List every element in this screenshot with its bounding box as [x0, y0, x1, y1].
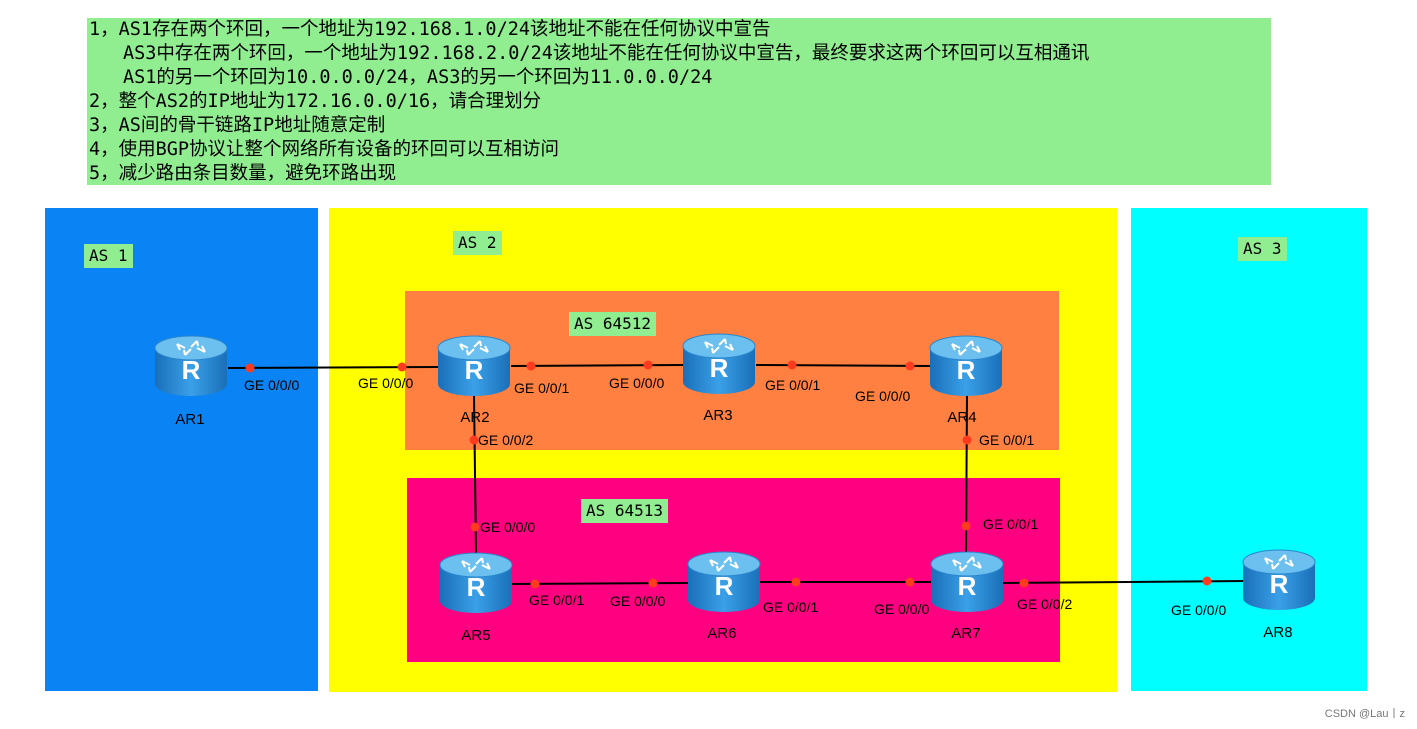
- router-icon: [154, 335, 228, 397]
- as64512-label: AS 64512: [569, 312, 657, 336]
- port-label-ar1-ge000: GE 0/0/0: [244, 377, 299, 393]
- port-dot: [791, 577, 801, 587]
- watermark: CSDN @Lau丨z: [1324, 708, 1405, 720]
- requirement-line: 3，AS间的骨干链路IP地址随意定制: [89, 115, 386, 136]
- router-label-ar5: AR5: [461, 627, 490, 644]
- router-ar7[interactable]: [930, 551, 1004, 613]
- router-label-ar1: AR1: [175, 411, 204, 428]
- port-dot: [470, 522, 480, 532]
- as1-region: [45, 208, 318, 691]
- router-ar2[interactable]: [437, 335, 511, 397]
- port-dot: [530, 579, 540, 589]
- port-dot: [643, 360, 653, 370]
- as3-label: AS 3: [1238, 237, 1287, 261]
- port-label-ar6-ge001: GE 0/0/1: [763, 599, 818, 615]
- link-ar5-ar6: [511, 582, 689, 585]
- port-label-ar8-ge000: GE 0/0/0: [1171, 602, 1226, 618]
- port-dot: [962, 435, 972, 445]
- router-label-ar3: AR3: [703, 407, 732, 424]
- link-ar1-ar2: [227, 366, 439, 369]
- router-icon: [439, 552, 513, 614]
- port-label-ar6-ge000: GE 0/0/0: [610, 593, 665, 609]
- requirements-note: 1，AS1存在两个环回，一个地址为192.168.1.0/24该地址不能在任何协…: [87, 18, 1271, 185]
- port-label-ar4-ge000: GE 0/0/0: [855, 388, 910, 404]
- port-dot: [787, 360, 797, 370]
- as1-label: AS 1: [84, 244, 133, 268]
- as64513-label: AS 64513: [581, 499, 669, 523]
- router-icon: [687, 551, 761, 613]
- port-label-ar3-ge000: GE 0/0/0: [609, 375, 664, 391]
- port-dot: [1019, 578, 1029, 588]
- link-ar2-ar3: [510, 364, 685, 367]
- router-icon: [682, 333, 756, 395]
- router-label-ar4: AR4: [947, 409, 976, 426]
- router-ar8[interactable]: [1242, 549, 1316, 611]
- router-label-ar8: AR8: [1263, 624, 1292, 641]
- link-ar3-ar4: [755, 364, 931, 367]
- router-ar3[interactable]: [682, 333, 756, 395]
- as2-label: AS 2: [453, 231, 502, 255]
- port-dot: [526, 361, 536, 371]
- requirement-line: 4，使用BGP协议让整个网络所有设备的环回可以互相访问: [89, 139, 560, 160]
- port-label-ar2-ge002: GE 0/0/2: [478, 432, 533, 448]
- requirement-line: 2，整个AS2的IP地址为172.16.0.0/16，请合理划分: [89, 91, 542, 112]
- router-label-ar6: AR6: [707, 625, 736, 642]
- port-label-ar3-ge001: GE 0/0/1: [765, 377, 820, 393]
- router-icon: [930, 551, 1004, 613]
- port-label-ar7-ge002: GE 0/0/2: [1017, 596, 1072, 612]
- port-dot: [245, 363, 255, 373]
- port-label-ar5-ge000: GE 0/0/0: [480, 519, 535, 535]
- router-ar5[interactable]: [439, 552, 513, 614]
- router-label-ar2: AR2: [460, 409, 489, 426]
- port-dot: [397, 362, 407, 372]
- router-label-ar7: AR7: [951, 625, 980, 642]
- router-ar6[interactable]: [687, 551, 761, 613]
- port-label-ar7-ge000: GE 0/0/0: [874, 601, 929, 617]
- requirement-line: AS1的另一个环回为10.0.0.0/24，AS3的另一个环回为11.0.0.0…: [123, 67, 713, 88]
- router-icon: [1242, 549, 1316, 611]
- as3-region: [1131, 208, 1367, 691]
- router-ar1[interactable]: [154, 335, 228, 397]
- requirement-line: 5，减少路由条目数量，避免环路出现: [89, 163, 397, 184]
- port-dot: [469, 435, 479, 445]
- port-dot: [961, 521, 971, 531]
- router-icon: [929, 335, 1003, 397]
- port-dot: [905, 577, 915, 587]
- port-dot: [648, 578, 658, 588]
- requirement-line: AS3中存在两个环回，一个地址为192.168.2.0/24该地址不能在任何协议…: [123, 43, 1090, 64]
- router-ar4[interactable]: [929, 335, 1003, 397]
- router-icon: [437, 335, 511, 397]
- port-dot: [1202, 576, 1212, 586]
- port-label-ar4-ge001: GE 0/0/1: [979, 432, 1034, 448]
- port-label-ar2-ge001: GE 0/0/1: [514, 380, 569, 396]
- requirement-line: 1，AS1存在两个环回，一个地址为192.168.1.0/24该地址不能在任何协…: [89, 19, 771, 40]
- port-label-ar7-ge001: GE 0/0/1: [983, 516, 1038, 532]
- port-label-ar5-ge001: GE 0/0/1: [529, 592, 584, 608]
- port-label-ar2-ge000: GE 0/0/0: [358, 375, 413, 391]
- port-dot: [905, 361, 915, 371]
